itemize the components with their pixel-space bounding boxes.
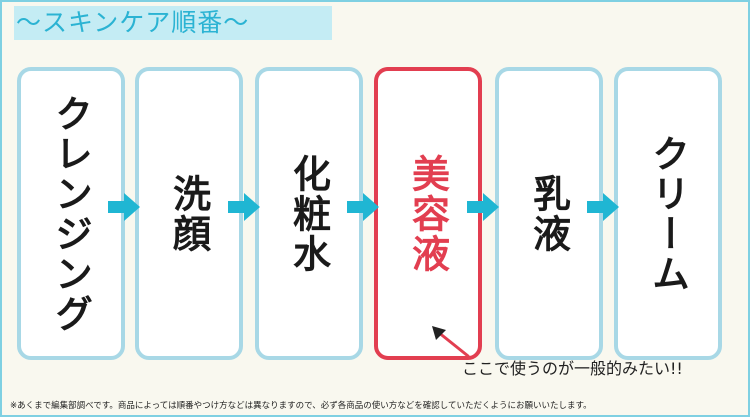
step-label: 乳液 [526,173,571,254]
step-label: 美容液 [405,153,450,274]
step-label: クリーム [645,133,690,294]
note-text: ここで使うのが一般的みたい!! [462,359,683,378]
pointer-arrow-icon [432,326,470,358]
step-label: 洗顔 [166,173,211,254]
step-card-cleansing: クレンジング [17,67,125,360]
arrow-right-icon [587,193,619,221]
arrow-right-icon [347,193,379,221]
page-title: ～スキンケア順番～ [14,6,332,40]
step-card-serum: 美容液 [374,67,482,360]
step-card-toner: 化粧水 [255,67,363,360]
step-label: クレンジング [48,93,93,334]
step-card-cream: クリーム [614,67,722,360]
step-card-face-wash: 洗顔 [135,67,243,360]
footer-disclaimer: ※あくまで編集部調べです。商品によっては順番やつけ方などは異なりますので、必ず各… [10,401,592,411]
arrow-right-icon [108,193,140,221]
arrow-right-icon [228,193,260,221]
step-card-emulsion: 乳液 [495,67,603,360]
step-label: 化粧水 [286,153,331,274]
arrow-right-icon [467,193,499,221]
